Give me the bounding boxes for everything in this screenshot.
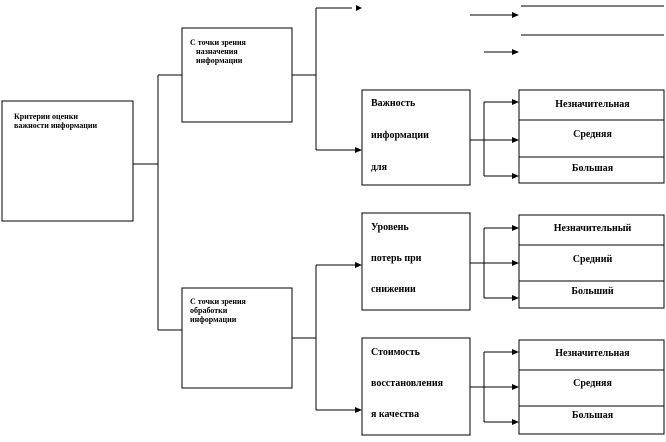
importance-level-2: Средняя xyxy=(573,129,612,140)
processing-label-line2: обработки xyxy=(190,306,228,315)
loss-levels-box xyxy=(518,214,665,309)
purpose-connector xyxy=(292,7,355,151)
loss-label-line1: Уровень xyxy=(371,222,409,233)
loss-box xyxy=(361,212,471,311)
purpose-label-line2: назначения xyxy=(196,47,238,56)
importance-label: Важность информации для xyxy=(371,98,467,173)
processing-label-line1: С точки зрения xyxy=(190,297,246,306)
importance-label-line1: Важность xyxy=(371,98,416,109)
arrowhead xyxy=(355,407,362,413)
arrowhead xyxy=(512,137,519,143)
loss-level-2: Средний xyxy=(572,254,613,265)
loss-label-line2: потерь при xyxy=(371,253,422,264)
purpose-label: С точки зрения назначения информации xyxy=(190,38,285,65)
root-box xyxy=(1,100,134,222)
importance-label-line3: для xyxy=(371,162,388,173)
arrowhead xyxy=(512,49,519,55)
arrowhead xyxy=(512,260,519,266)
arrowhead xyxy=(512,12,519,18)
processing-box xyxy=(181,287,293,389)
loss-label-line3: снижении xyxy=(371,284,416,295)
importance-levels-box xyxy=(518,89,665,184)
loss-level-3: Больший xyxy=(571,286,614,297)
restore-label-line2: восстановления xyxy=(371,378,444,389)
arrowhead xyxy=(356,5,362,11)
arrowhead xyxy=(512,349,519,355)
arrowhead xyxy=(512,225,519,231)
purpose-label-line3: информации xyxy=(196,56,243,65)
restore-label: Стоимость восстановления я качества xyxy=(371,347,467,420)
purpose-box xyxy=(181,27,293,123)
processing-connector xyxy=(292,264,355,411)
arrowhead xyxy=(512,173,519,179)
restore-level-1: Незначительная xyxy=(555,348,630,359)
importance-label-line2: информации xyxy=(371,130,429,141)
restore-levels-box xyxy=(518,339,665,435)
restore-connector xyxy=(470,351,512,423)
root-connector xyxy=(133,74,182,331)
importance-connector xyxy=(470,101,512,177)
importance-levels-dividers xyxy=(519,119,664,158)
purpose-label-line1: С точки зрения xyxy=(190,38,246,47)
restore-label-line3: я качества xyxy=(371,409,420,420)
restore-label-line1: Стоимость xyxy=(371,347,420,358)
restore-levels-dividers xyxy=(519,369,664,407)
arrowhead xyxy=(512,384,519,390)
loss-level-1: Незначительный xyxy=(553,223,632,234)
arrowhead xyxy=(355,147,362,153)
root-label-line2: важности информации xyxy=(14,121,98,130)
arrowhead xyxy=(512,419,519,425)
arrowhead xyxy=(355,262,362,268)
restore-level-3: Большая xyxy=(571,410,614,421)
arrowhead xyxy=(512,295,519,301)
loss-levels-dividers xyxy=(519,244,664,282)
importance-level-1: Незначительная xyxy=(555,99,630,110)
processing-label: С точки зрения обработки информации xyxy=(190,297,285,324)
arrowhead xyxy=(512,99,519,105)
root-label-line1: Критерии оценки xyxy=(14,112,78,121)
loss-label: Уровень потерь при снижении xyxy=(371,222,467,295)
importance-box xyxy=(361,89,471,186)
root-label: Критерии оценки важности информации xyxy=(14,112,97,130)
processing-label-line3: информации xyxy=(190,315,237,324)
restore-box xyxy=(361,337,471,436)
restore-level-2: Средняя xyxy=(573,378,612,389)
importance-level-3: Большая xyxy=(571,163,614,174)
loss-connector xyxy=(470,227,512,299)
